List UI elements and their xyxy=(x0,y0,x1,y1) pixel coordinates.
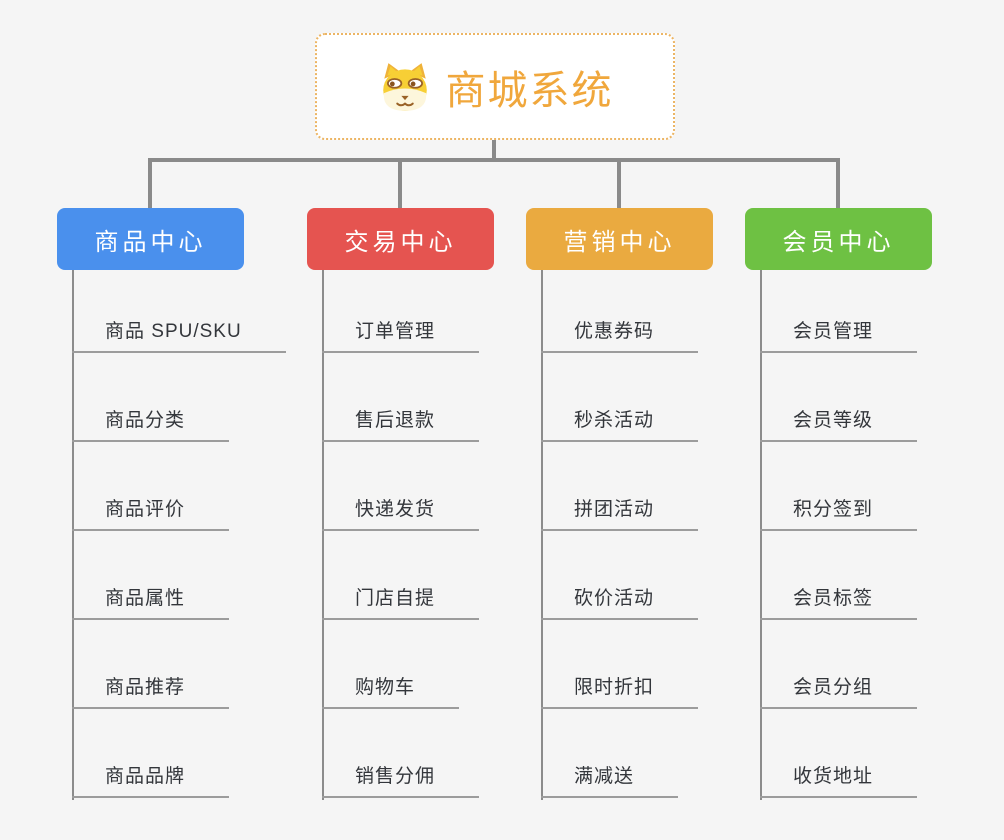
leaf-node[interactable]: 订单管理 xyxy=(322,318,480,353)
branch-node-trade[interactable]: 交易中心 xyxy=(307,208,494,270)
leaf-node[interactable]: 商品分类 xyxy=(72,407,230,442)
leaf-node[interactable]: 拼团活动 xyxy=(541,496,699,531)
connector-drop-members xyxy=(836,158,840,208)
leaf-node[interactable]: 售后退款 xyxy=(322,407,480,442)
connector-drop-trade xyxy=(398,158,402,208)
root-node[interactable]: 商城系统 xyxy=(315,33,675,140)
leaf-node[interactable]: 会员等级 xyxy=(760,407,918,442)
leaf-node[interactable]: 商品品牌 xyxy=(72,763,230,798)
leaf-node[interactable]: 商品属性 xyxy=(72,585,230,620)
leaf-node[interactable]: 砍价活动 xyxy=(541,585,699,620)
leaf-node[interactable]: 商品评价 xyxy=(72,496,230,531)
spine-products xyxy=(72,270,74,800)
spine-marketing xyxy=(541,270,543,800)
leaf-node[interactable]: 销售分佣 xyxy=(322,763,480,798)
leaf-node[interactable]: 会员管理 xyxy=(760,318,918,353)
leaf-node[interactable]: 会员标签 xyxy=(760,585,918,620)
branch-node-products[interactable]: 商品中心 xyxy=(57,208,244,270)
connector-horizontal-bar xyxy=(148,158,840,162)
leaf-node[interactable]: 收货地址 xyxy=(760,763,918,798)
leaf-node[interactable]: 优惠券码 xyxy=(541,318,699,353)
dog-icon xyxy=(382,62,427,111)
connector-drop-marketing xyxy=(617,158,621,208)
leaf-node[interactable]: 商品推荐 xyxy=(72,674,230,709)
leaf-node[interactable]: 秒杀活动 xyxy=(541,407,699,442)
connector-drop-products xyxy=(148,158,152,208)
leaf-node[interactable]: 满减送 xyxy=(541,763,679,798)
leaf-node[interactable]: 购物车 xyxy=(322,674,460,709)
leaf-node[interactable]: 限时折扣 xyxy=(541,674,699,709)
connector-root-stem xyxy=(492,140,496,160)
leaf-node[interactable]: 会员分组 xyxy=(760,674,918,709)
branch-node-marketing[interactable]: 营销中心 xyxy=(526,208,713,270)
spine-trade xyxy=(322,270,324,800)
leaf-node[interactable]: 门店自提 xyxy=(322,585,480,620)
branch-node-members[interactable]: 会员中心 xyxy=(745,208,932,270)
spine-members xyxy=(760,270,762,800)
leaf-node[interactable]: 积分签到 xyxy=(760,496,918,531)
root-title: 商城系统 xyxy=(445,68,614,113)
leaf-node[interactable]: 商品 SPU/SKU xyxy=(72,318,286,353)
leaf-node[interactable]: 快递发货 xyxy=(322,496,480,531)
